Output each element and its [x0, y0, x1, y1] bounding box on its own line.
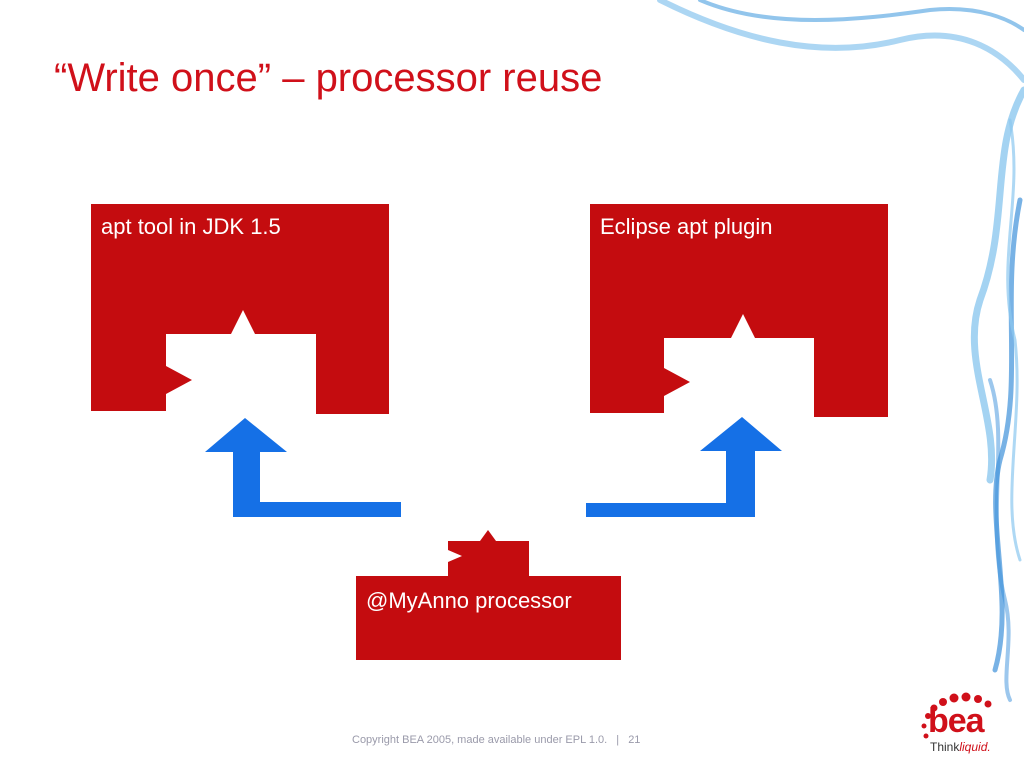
slide-footer: Copyright BEA 2005, made available under…: [352, 734, 640, 746]
processor-box-notch: [480, 530, 496, 541]
bea-logo-icon: [921, 692, 992, 739]
apt-tool-box: [91, 204, 389, 414]
slide-title: “Write once” – processor reuse: [54, 56, 603, 100]
logo-wordmark: bea: [928, 702, 985, 740]
processor-label: @MyAnno processor: [366, 588, 572, 613]
eclipse-plugin-label: Eclipse apt plugin: [600, 214, 773, 239]
logo-tagline-think: Think: [930, 740, 960, 754]
right-reuse-arrow: [586, 417, 782, 517]
copyright-text: Copyright BEA 2005, made available under…: [352, 734, 608, 746]
left-reuse-arrow: [205, 418, 401, 517]
logo-tagline-liquid: liquid.: [959, 740, 991, 754]
eclipse-plugin-box: [590, 204, 888, 417]
page-number: 21: [628, 734, 641, 746]
apt-tool-label: apt tool in JDK 1.5: [101, 214, 281, 239]
processor-box: [356, 541, 621, 660]
smoke-decoration: [657, 0, 1024, 702]
logo-tagline: Thinkliquid.: [930, 740, 991, 754]
footer-separator: |: [616, 734, 620, 746]
